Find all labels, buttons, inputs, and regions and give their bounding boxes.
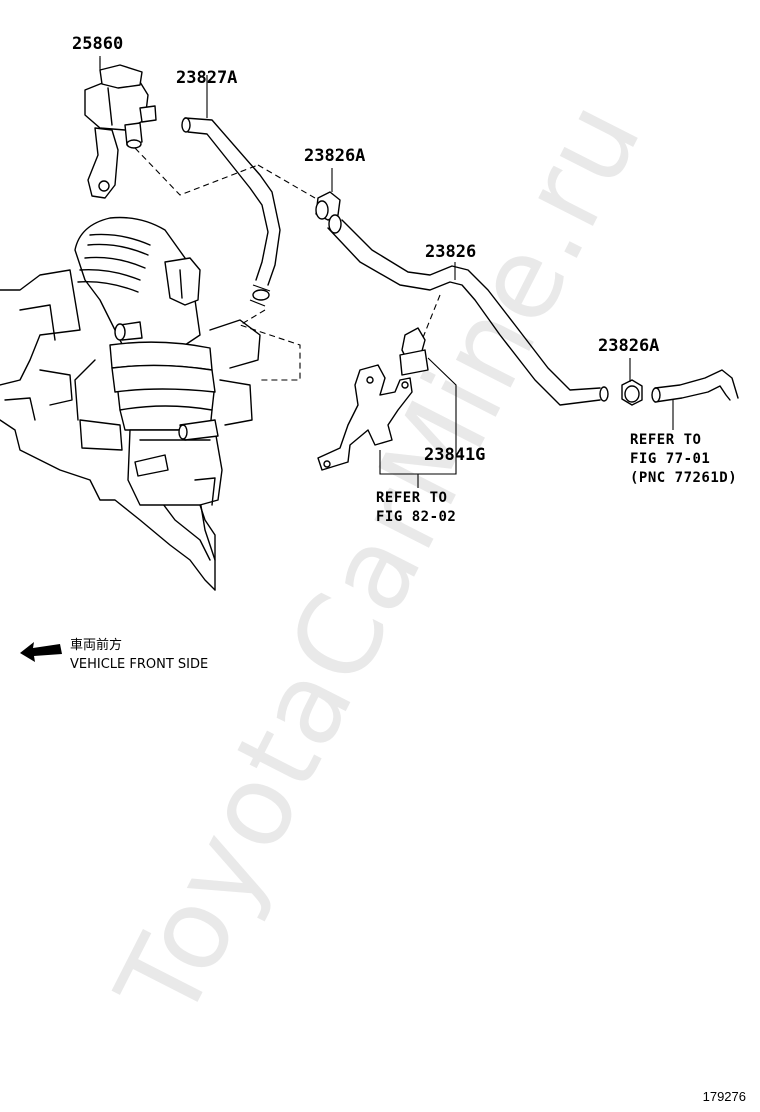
figure-number: 179276 [702, 1089, 746, 1104]
reference-line: FIG 77-01 [630, 451, 711, 467]
vehicle-front-english: VEHICLE FRONT SIDE [70, 657, 209, 672]
vehicle-front-japanese: 車両前方 [70, 638, 123, 653]
reference-line: (PNC 77261D) [630, 470, 738, 486]
reference-fig-77-01: REFER TO FIG 77-01 (PNC 77261D) [630, 431, 737, 488]
bracket-drawing [317, 364, 457, 488]
part-label-23826: 23826 [425, 242, 477, 262]
part-label-25860: 25860 [72, 34, 124, 54]
part-label-23827a: 23827A [176, 68, 238, 88]
clamp-23826a-upper-drawing [315, 168, 341, 221]
clamp-23826a-lower-drawing [621, 358, 643, 406]
arrow-left-icon [20, 642, 62, 662]
part-label-23841g: 23841G [424, 445, 486, 465]
part-label-23826a-upper: 23826A [304, 146, 366, 166]
vehicle-front-text: 車両前方 VEHICLE FRONT SIDE [70, 636, 208, 674]
hose-23826-drawing [327, 214, 609, 406]
part-label-23826a-lower: 23826A [598, 336, 660, 356]
vehicle-front-indicator: 車両前方 VEHICLE FRONT SIDE [18, 636, 208, 672]
reference-fig-82-02: REFER TO FIG 82-02 [376, 489, 456, 527]
clip-23841g-drawing [399, 327, 457, 440]
reference-line: FIG 82-02 [376, 509, 457, 525]
hose-23827a-drawing [181, 75, 281, 307]
hose-right-drawing [651, 369, 739, 430]
reference-line: REFER TO [376, 490, 448, 506]
reference-line: REFER TO [630, 432, 702, 448]
vsv-valve-drawing [84, 58, 157, 199]
engine-assembly-drawing [0, 216, 261, 591]
